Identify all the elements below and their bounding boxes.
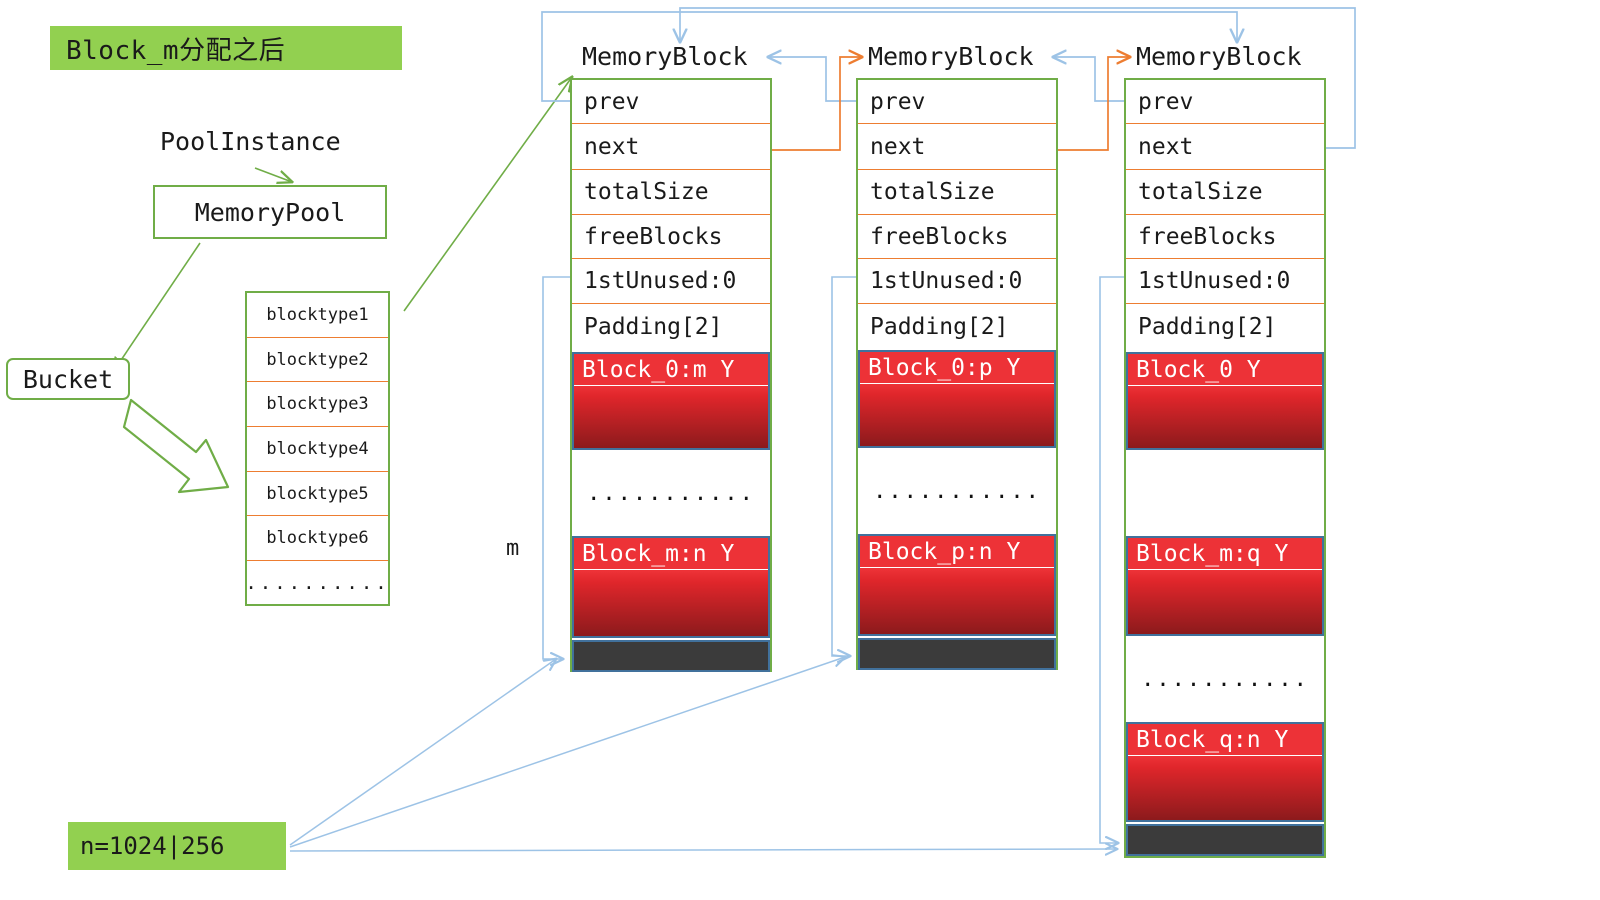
wire-next-block2	[1057, 57, 1130, 151]
field-freeblocks: freeBlocks	[858, 215, 1056, 259]
field-totalsize: totalSize	[572, 170, 770, 215]
wire-next-block1	[771, 57, 862, 151]
wire-prev-block3	[1053, 57, 1124, 102]
list-item[interactable]: blocktype3	[247, 382, 388, 428]
allocated-block[interactable]: Block_0:m Y	[572, 352, 770, 450]
n-value-banner: n=1024|256	[68, 822, 286, 870]
memory-pool-box[interactable]: MemoryPool	[153, 185, 387, 239]
pool-instance-label: PoolInstance	[160, 127, 341, 156]
allocated-block[interactable]: Block_p:n Y	[858, 534, 1056, 636]
field-totalsize: totalSize	[1126, 170, 1324, 215]
block-tail	[572, 640, 770, 672]
list-item[interactable]: blocktype6	[247, 516, 388, 562]
wire-bracket-block2	[831, 276, 858, 656]
field-next: next	[572, 124, 770, 170]
field-padding: Padding[2]	[1138, 314, 1277, 340]
field-prev: prev	[1126, 80, 1324, 124]
field-next: next	[1126, 124, 1324, 170]
allocated-block-label: Block_0:p Y	[860, 352, 1054, 384]
wire-bucket-to-blocktypes	[122, 398, 230, 494]
field-freeblocks: freeBlocks	[572, 215, 770, 259]
list-item[interactable]: blocktype5	[247, 472, 388, 517]
field-next: next	[858, 124, 1056, 170]
bucket-blocktype-list: blocktype1 blocktype2 blocktype3 blockty…	[245, 291, 390, 606]
block-tail	[1126, 824, 1324, 856]
wire-n-to-block1	[289, 659, 556, 846]
memoryblock-title-2: MemoryBlock	[868, 42, 1034, 71]
list-item-ellipsis: ..........	[245, 572, 390, 595]
list-item[interactable]: blocktype1	[247, 293, 388, 338]
allocated-block[interactable]: Block_m:n Y	[572, 536, 770, 638]
field-prev: prev	[572, 80, 770, 124]
wire-blocktype1-to-memoryblock1	[403, 77, 572, 312]
allocated-block[interactable]: Block_0:p Y	[858, 350, 1056, 448]
field-1stunused: 1stUnused:0	[1126, 259, 1324, 304]
m-range-label: m	[506, 536, 520, 561]
allocated-block-label: Block_0:m Y	[574, 354, 768, 386]
allocated-block-label: Block_q:n Y	[1128, 724, 1322, 756]
wire-memorypool-to-bucket	[113, 242, 201, 372]
free-gap: ...........	[572, 452, 770, 534]
block-tail	[858, 638, 1056, 670]
field-prev: prev	[858, 80, 1056, 124]
field-freeblocks: freeBlocks	[1126, 215, 1324, 259]
memoryblock-title-1: MemoryBlock	[582, 42, 748, 71]
free-gap	[1126, 452, 1324, 534]
allocated-block-label: Block_m:q Y	[1128, 538, 1322, 570]
wire-prev-block2	[768, 57, 856, 102]
list-item[interactable]: blocktype4	[247, 427, 388, 472]
wire-poolinstance-to-memorypool	[254, 167, 292, 182]
wire-bracket-block3	[1099, 276, 1126, 843]
free-gap: ...........	[858, 450, 1056, 532]
field-totalsize: totalSize	[858, 170, 1056, 215]
page-title: Block_m分配之后	[50, 26, 402, 70]
field-1stunused: 1stUnused:0	[572, 259, 770, 304]
allocated-block-label: Block_m:n Y	[574, 538, 768, 570]
memoryblock-title-3: MemoryBlock	[1136, 42, 1302, 71]
allocated-block[interactable]: Block_0 Y	[1126, 352, 1324, 450]
wire-m-bracket-block1	[542, 276, 572, 659]
list-item[interactable]: blocktype2	[247, 338, 388, 383]
field-1stunused: 1stUnused:0	[858, 259, 1056, 304]
bucket-box[interactable]: Bucket	[6, 358, 130, 400]
allocated-block[interactable]: Block_q:n Y	[1126, 722, 1324, 822]
field-padding: Padding[2]	[584, 314, 723, 340]
wire-n-to-block3	[289, 849, 1117, 851]
free-gap: ...........	[1126, 638, 1324, 720]
allocated-block-label: Block_p:n Y	[860, 536, 1054, 568]
field-padding: Padding[2]	[870, 314, 1009, 340]
allocated-block[interactable]: Block_m:q Y	[1126, 536, 1324, 636]
wire-n-to-block2	[289, 657, 845, 848]
allocated-block-label: Block_0 Y	[1128, 354, 1322, 386]
